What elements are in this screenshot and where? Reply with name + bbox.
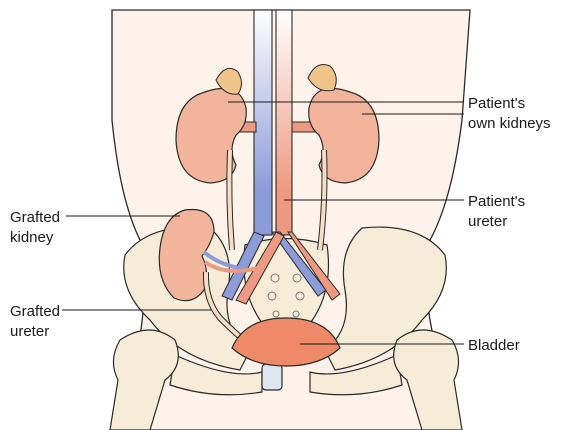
grafted-kidney-label: Grafted kidney [10, 208, 60, 248]
patient-ureter-label-line1: Patient's [468, 192, 525, 212]
pubic-symphysis [262, 364, 282, 390]
grafted-ureter-label-line1: Grafted [10, 302, 60, 322]
aorta [276, 10, 292, 235]
grafted-ureter-label-line2: ureter [10, 322, 60, 342]
inferior-vena-cava [254, 10, 272, 235]
patient-ureter-label: Patient's ureter [468, 192, 525, 232]
own-kidneys-label-line2: own kidneys [468, 114, 551, 134]
grafted-kidney-label-line2: kidney [10, 228, 60, 248]
bladder-label-text: Bladder [468, 336, 520, 356]
grafted-ureter-label: Grafted ureter [10, 302, 60, 342]
grafted-kidney-label-line1: Grafted [10, 208, 60, 228]
bladder-label: Bladder [468, 336, 520, 356]
patient-ureter-label-line2: ureter [468, 212, 525, 232]
own-kidneys-label-line1: Patient's [468, 94, 551, 114]
own-kidneys-label: Patient's own kidneys [468, 94, 551, 134]
